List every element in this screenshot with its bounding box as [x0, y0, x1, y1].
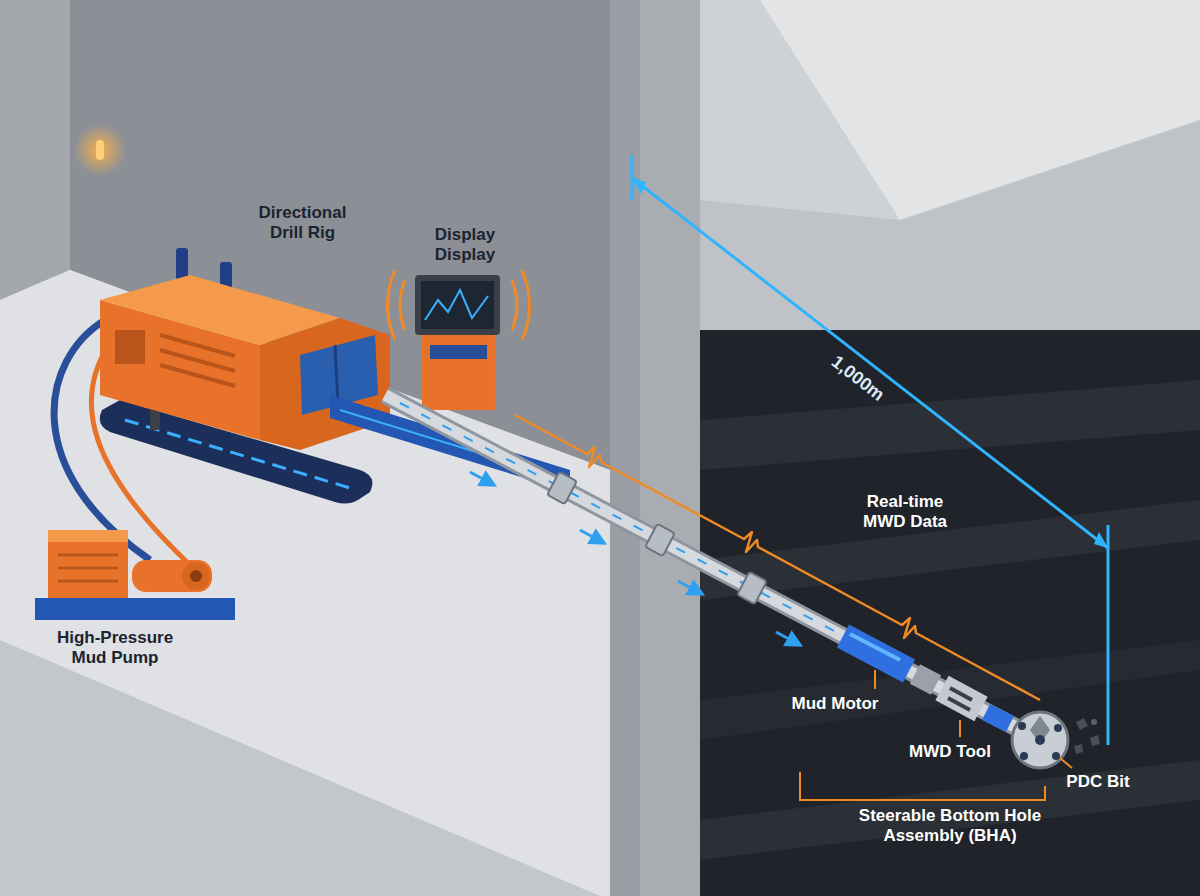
- background-part: [700, 0, 1200, 330]
- mud-pump-part: [182, 562, 210, 590]
- cuttings-part: [1074, 744, 1083, 754]
- drill-string-part: [737, 572, 767, 604]
- background-part: [700, 120, 1200, 330]
- drill-string-part: [942, 688, 981, 709]
- drill-string-part: [547, 472, 577, 504]
- drill-string-part: [400, 403, 840, 634]
- background-part: [610, 0, 700, 896]
- display-console-part: [430, 345, 487, 359]
- background-part: [0, 640, 600, 896]
- mud-flow-arrows-part: [580, 530, 604, 543]
- cuttings-part: [1090, 735, 1100, 746]
- drill-string-part-part: [645, 524, 675, 556]
- drill-rig-part: [335, 345, 338, 405]
- background-part: [96, 140, 104, 160]
- cuttings: [1074, 718, 1100, 754]
- part-label: High-Pressure Mud Pump: [40, 628, 190, 669]
- drill-string-part: [1012, 712, 1068, 768]
- leader-lines-part: [874, 670, 876, 689]
- cuttings-part: [1091, 719, 1097, 725]
- mwd-signal-line: [515, 415, 1040, 700]
- drill-string-part: [1020, 752, 1028, 760]
- dimension-line-part: [632, 178, 1108, 548]
- mud-pump-part: [58, 567, 118, 570]
- leader-lines-part: [959, 720, 961, 737]
- dimension-line-part: [631, 155, 634, 200]
- mud-pump-part: [48, 530, 128, 542]
- drill-string-part-part: [737, 572, 767, 604]
- drill-rig-part: [160, 365, 235, 386]
- drill-string-part: [915, 674, 936, 685]
- background-part: [700, 330, 1200, 896]
- drill-string-part: [385, 395, 1040, 740]
- mud-pump-part: [58, 554, 118, 557]
- dimension-line-part: [1094, 532, 1108, 548]
- mwd-signal-line-part: [515, 415, 1040, 700]
- background-part: [0, 270, 610, 896]
- cuttings-part: [1076, 718, 1088, 730]
- dimension-line: [632, 155, 1108, 745]
- mud-flow-arrows-part: [776, 632, 800, 645]
- background-part: [700, 500, 1200, 600]
- drill-string-part: [1018, 722, 1026, 730]
- mud-pump-part: [190, 570, 202, 582]
- leader-lines-part: [800, 772, 1045, 800]
- mud-pump-part: [58, 580, 118, 583]
- display-console-part: [388, 270, 406, 340]
- drill-string-part: [645, 524, 675, 556]
- part-label: Directional Drill Rig: [240, 203, 365, 244]
- leader-lines: [800, 670, 1072, 800]
- dimension-line-part: [632, 178, 646, 194]
- display-console-part: [422, 335, 495, 410]
- display-console-part: [415, 275, 500, 335]
- drill-string-part: [986, 712, 1010, 724]
- mud-pump-part: [132, 560, 212, 592]
- part-label: Display Display: [420, 225, 510, 266]
- signal-label: Real-time MWD Data: [845, 492, 965, 533]
- part-label: MWD Tool: [900, 742, 1000, 762]
- background-part: [700, 640, 1200, 740]
- mud-flow-arrows-part: [678, 581, 702, 594]
- display-console-part: [425, 290, 488, 320]
- mud-flow-arrows-part: [470, 472, 494, 485]
- drill-rig-part: [115, 330, 145, 364]
- drill-string-part: [948, 698, 970, 710]
- drill-string: [385, 395, 1068, 768]
- mud-flow-arrows: [470, 472, 800, 645]
- drill-string-part-part: [547, 472, 577, 504]
- drill-string-part: [1052, 752, 1060, 760]
- part-label: Mud Motor: [780, 694, 890, 714]
- drill-string-part: [385, 395, 1040, 740]
- drill-string-part: [850, 634, 900, 660]
- background-part: [700, 760, 1200, 860]
- drill-string-part: [1054, 724, 1062, 732]
- mud-pump-part: [48, 530, 128, 598]
- drill-string-part: [1035, 735, 1045, 745]
- drill-string-part: [950, 688, 972, 700]
- dimension-line-part: [1107, 525, 1110, 745]
- mud-pump-part: [35, 598, 235, 620]
- drill-string-part: [843, 636, 909, 671]
- assembly-label: Steerable Bottom Hole Assembly (BHA): [855, 806, 1045, 847]
- background-part: [610, 0, 640, 896]
- display-console-part: [421, 281, 494, 329]
- background-part: [74, 124, 126, 176]
- mud-pump: [35, 530, 235, 620]
- drill-string-part: [1030, 716, 1050, 744]
- display-console: [388, 270, 530, 410]
- leader-lines-part: [1060, 758, 1072, 768]
- background-part: [0, 0, 70, 300]
- display-console-part: [512, 270, 530, 340]
- part-label: PDC Bit: [1058, 772, 1138, 792]
